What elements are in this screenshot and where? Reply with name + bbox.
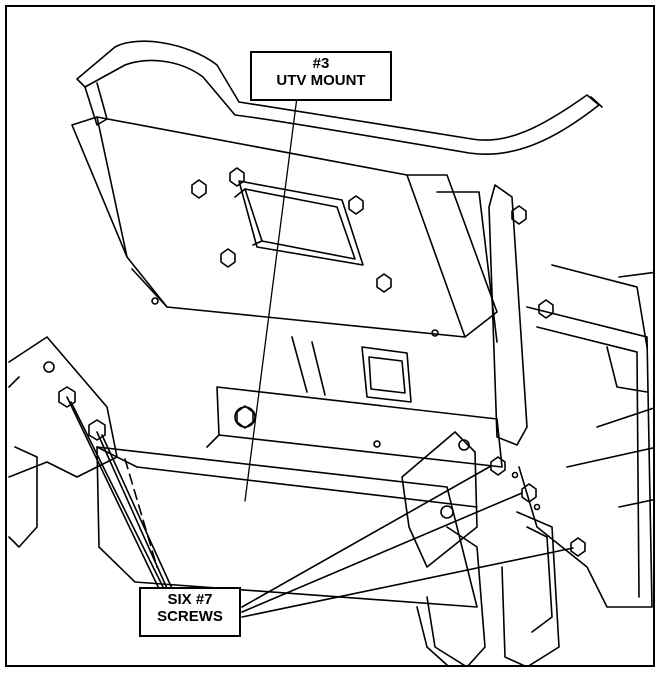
right-bracket [436, 184, 554, 446]
utv-mount-callout: #3 UTV MOUNT [250, 51, 392, 101]
plate-bolts [151, 167, 439, 337]
leader-line-utv-mount [244, 96, 298, 502]
screws-callout-count: SIX #7 [167, 591, 213, 608]
hidden-line-dashed [124, 458, 158, 568]
utv-mount-line-drawing [8, 40, 653, 665]
utv-mount-callout-label: UTV MOUNT [276, 72, 366, 89]
leader-lines-screws [66, 396, 574, 618]
upper-plate [71, 116, 498, 338]
screws-callout-label: SCREWS [157, 608, 223, 625]
hitch-brackets [401, 431, 586, 665]
left-frame [8, 336, 118, 548]
plate-cutout [234, 180, 364, 266]
right-frame [518, 264, 653, 608]
screws-callout: SIX #7 SCREWS [139, 587, 241, 637]
diagram-frame: #3 UTV MOUNT SIX #7 SCREWS [5, 5, 655, 667]
utv-mount-callout-number: #3 [312, 55, 330, 72]
grab-bar [76, 40, 603, 155]
